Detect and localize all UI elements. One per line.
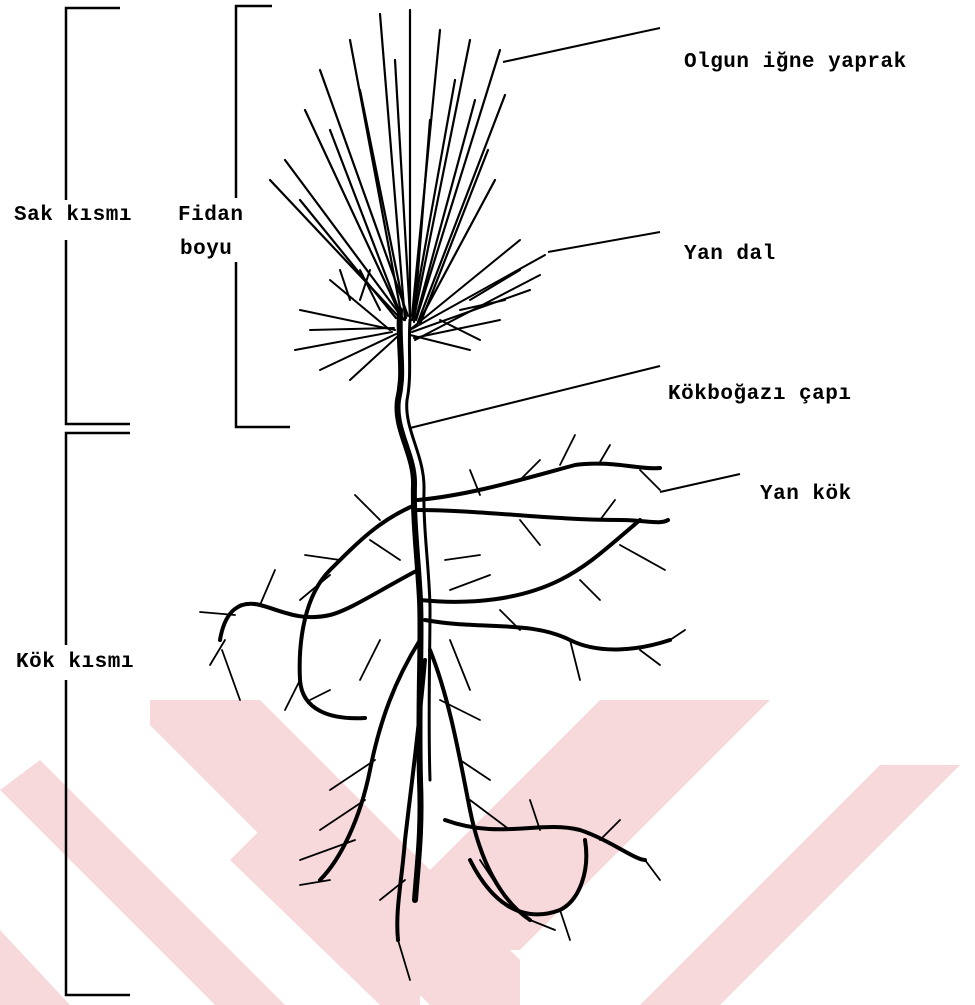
label-olgun-igne-yaprak: Olgun iğne yaprak	[684, 52, 907, 73]
needles	[270, 10, 505, 324]
label-boyu: boyu	[180, 239, 232, 260]
label-yan-kok: Yan kök	[760, 484, 852, 505]
bracket-fidan-boyu	[236, 6, 290, 427]
label-kok-kismi: Kök kısmı	[16, 652, 134, 673]
label-kokbogazi-capi: Kökboğazı çapı	[668, 384, 851, 405]
label-fidan: Fidan	[178, 205, 244, 226]
label-yan-dal: Yan dal	[684, 244, 776, 265]
bracket-kok-kismi	[66, 433, 130, 995]
label-sak-kismi: Sak kısmı	[14, 205, 132, 226]
